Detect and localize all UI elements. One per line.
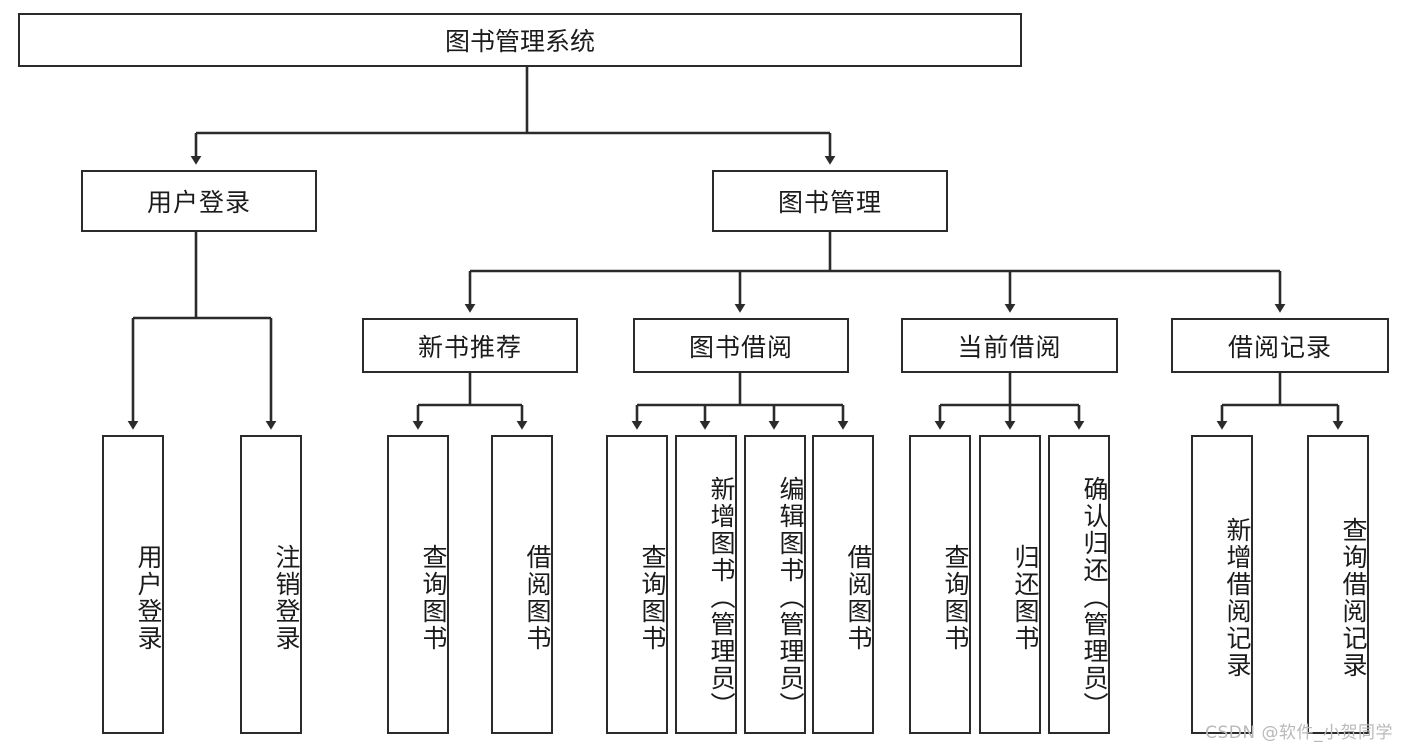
node-label: 借阅记录 — [1227, 332, 1332, 362]
node-user-login[interactable]: 用户登录 — [81, 170, 317, 232]
node-label: 图书借阅 — [688, 332, 793, 362]
leaf-query-borrow-record[interactable]: 查询借阅记录 — [1307, 435, 1369, 734]
node-label: 归还图书 — [1011, 543, 1040, 652]
node-label: 图书管理系统 — [444, 27, 595, 56]
node-label: 借阅图书 — [523, 543, 552, 652]
leaf-return-book[interactable]: 归还图书 — [979, 435, 1041, 734]
watermark-credit: CSDN @软件_小贺同学 — [1205, 723, 1393, 743]
node-label: 新书推荐 — [417, 332, 522, 362]
leaf-logout[interactable]: 注销登录 — [240, 435, 302, 734]
node-label: 借阅图书 — [844, 543, 873, 652]
node-label: 查询图书 — [941, 543, 970, 652]
node-label: 新增借阅记录 — [1223, 516, 1252, 679]
node-label: 图书管理 — [777, 188, 882, 217]
leaf-add-book-admin[interactable]: 新增图书（管理员） — [675, 435, 737, 734]
node-label: 查询图书 — [419, 543, 448, 652]
node-label: 注销登录 — [272, 543, 301, 652]
leaf-add-borrow-record[interactable]: 新增借阅记录 — [1191, 435, 1253, 734]
node-root-system[interactable]: 图书管理系统 — [18, 13, 1022, 67]
node-label: 用户登录 — [134, 543, 163, 652]
node-borrow-record[interactable]: 借阅记录 — [1171, 318, 1389, 373]
node-label: 当前借阅 — [957, 332, 1062, 362]
leaf-confirm-return-admin[interactable]: 确认归还（管理员） — [1048, 435, 1110, 734]
leaf-query-book-current[interactable]: 查询图书 — [909, 435, 971, 734]
node-label: 查询图书 — [638, 543, 667, 652]
leaf-query-book-recommend[interactable]: 查询图书 — [387, 435, 449, 734]
leaf-user-login[interactable]: 用户登录 — [102, 435, 164, 734]
leaf-borrow-book[interactable]: 借阅图书 — [812, 435, 874, 734]
node-new-book-recommend[interactable]: 新书推荐 — [362, 318, 578, 373]
node-label: 编辑图书（管理员） — [776, 476, 805, 719]
node-book-borrow[interactable]: 图书借阅 — [633, 318, 849, 373]
node-book-management[interactable]: 图书管理 — [712, 170, 948, 232]
node-label: 用户登录 — [146, 188, 251, 217]
leaf-edit-book-admin[interactable]: 编辑图书（管理员） — [744, 435, 806, 734]
leaf-query-book-borrow[interactable]: 查询图书 — [606, 435, 668, 734]
node-current-borrow[interactable]: 当前借阅 — [901, 318, 1118, 373]
node-label: 查询借阅记录 — [1339, 516, 1368, 679]
node-label: 确认归还（管理员） — [1080, 476, 1109, 719]
node-label: 新增图书（管理员） — [707, 476, 736, 719]
leaf-borrow-book-recommend[interactable]: 借阅图书 — [491, 435, 553, 734]
